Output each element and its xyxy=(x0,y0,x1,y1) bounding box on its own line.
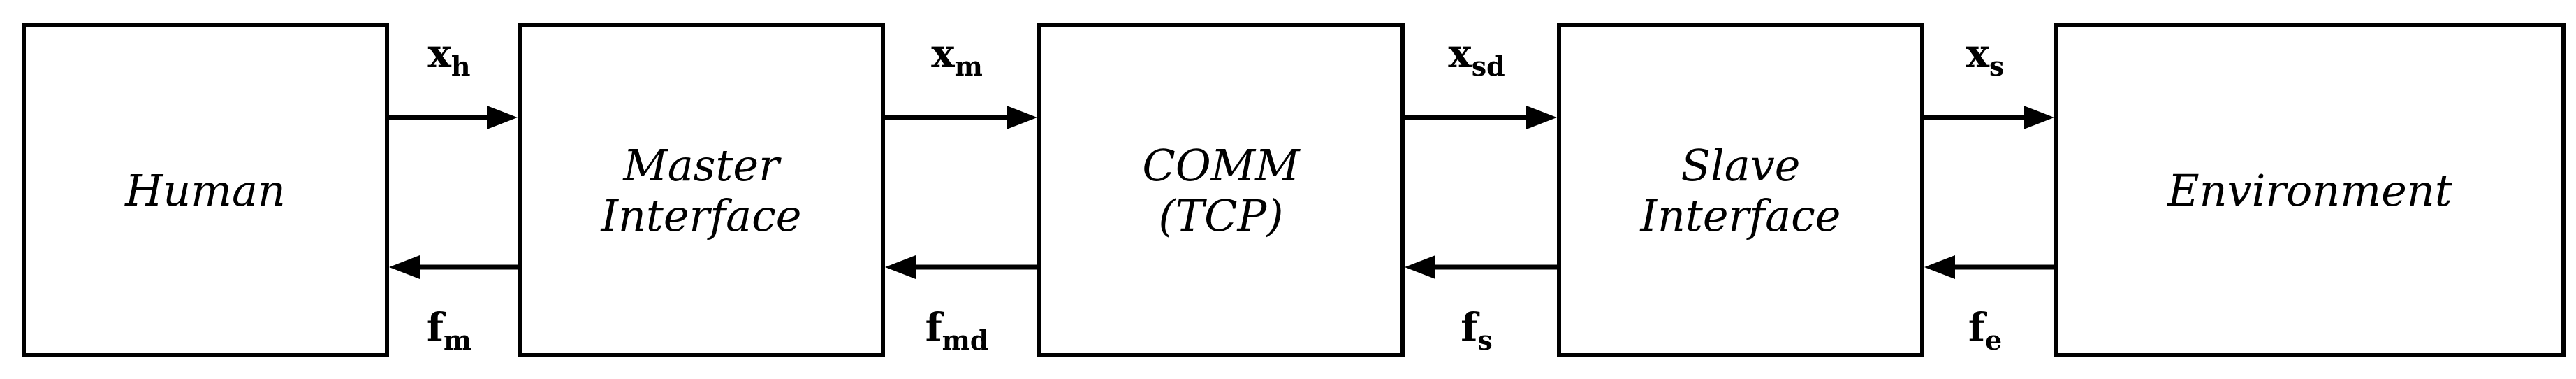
block-human-label-line-1: Human xyxy=(124,165,286,216)
connection-1: xh fm xyxy=(389,31,518,356)
block-environment-label-line-1: Environment xyxy=(2167,165,2452,216)
block-slave-interface-label-line-2: Interface xyxy=(1640,190,1841,241)
block-slave-interface-box xyxy=(1557,23,1924,357)
block-master-interface-label-line-2: Interface xyxy=(601,190,802,241)
forward-arrowhead xyxy=(2024,106,2054,129)
block-master-interface-label-line-1: Master xyxy=(622,140,782,191)
forward-signal-label: xsd xyxy=(1448,31,1505,82)
forward-signal-label: xm xyxy=(931,31,983,82)
backward-arrowhead xyxy=(1924,255,1955,279)
connections-layer: xh fm xm fmd xsd fs xs fe xyxy=(389,31,2054,356)
block-environment: Environment xyxy=(2054,23,2566,357)
forward-arrowhead xyxy=(1007,106,1037,129)
forward-arrowhead xyxy=(1526,106,1557,129)
block-environment-box xyxy=(2054,23,2566,357)
block-slave-interface-label-line-1: Slave xyxy=(1681,140,1801,191)
block-comm-label-line-1: COMM xyxy=(1142,140,1301,191)
backward-signal-label: fm xyxy=(427,305,471,356)
block-human-box xyxy=(22,23,389,357)
connection-3: xsd fs xyxy=(1405,31,1557,356)
block-comm-box xyxy=(1037,23,1405,357)
backward-arrowhead xyxy=(389,255,420,279)
forward-signal-label: xh xyxy=(427,31,470,82)
forward-arrowhead xyxy=(487,106,518,129)
backward-signal-label: fmd xyxy=(925,305,989,356)
backward-signal-label: fs xyxy=(1461,305,1493,356)
block-comm-label-line-2: (TCP) xyxy=(1159,190,1284,241)
forward-signal-label: xs xyxy=(1966,31,2005,82)
block-master-interface-box xyxy=(518,23,885,357)
block-comm: COMM(TCP) xyxy=(1037,23,1405,357)
connection-4: xs fe xyxy=(1924,31,2054,356)
backward-arrowhead xyxy=(1405,255,1435,279)
backward-signal-label: fe xyxy=(1968,305,2002,356)
block-human: Human xyxy=(22,23,389,357)
backward-arrowhead xyxy=(885,255,916,279)
connection-2: xm fmd xyxy=(885,31,1037,356)
